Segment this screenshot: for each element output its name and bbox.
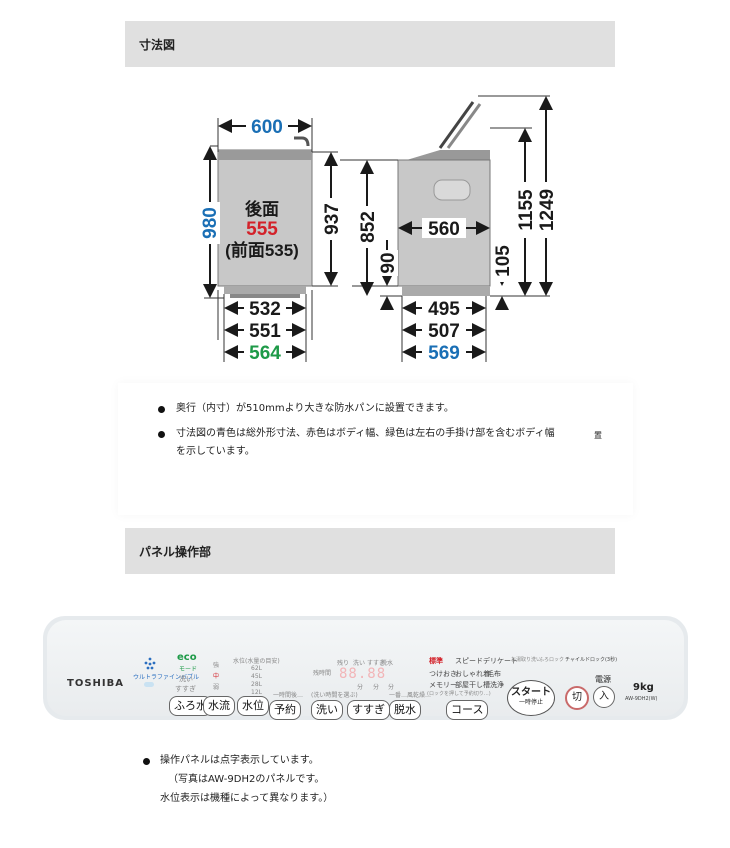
note-item: 奥行（内寸）が510mmより大きな防水パンに設置できます。 xyxy=(176,403,454,414)
course-soak: つけおき xyxy=(429,670,457,678)
water-level-button[interactable]: 水位 xyxy=(237,696,269,716)
bullet-dot xyxy=(158,406,165,413)
course-standard: 標準 xyxy=(429,657,443,665)
section-title: 寸法図 xyxy=(139,38,176,52)
display-unit: 分 xyxy=(388,684,395,691)
dim-side-depth: 560 xyxy=(428,219,460,240)
water-level-2: 45L xyxy=(251,673,262,680)
section-title: パネル操作部 xyxy=(139,545,212,559)
section-header-dimensions: 寸法図 xyxy=(125,21,615,67)
power-off-button[interactable]: 切 xyxy=(565,686,589,710)
child-lock-label: チャイルドロック(3秒) xyxy=(565,657,618,663)
bullet-dot xyxy=(158,431,165,438)
start-button[interactable]: スタート 一時停止 xyxy=(507,680,555,716)
display-label-rinse: すすぎ xyxy=(367,660,386,667)
dim-side-base-height: 90 xyxy=(378,252,399,273)
water-flow-button[interactable]: 水流 xyxy=(203,696,235,716)
course-button[interactable]: コース xyxy=(446,700,489,720)
dim-side-base-mid: 507 xyxy=(428,321,460,342)
dim-side-base-inner: 495 xyxy=(428,299,460,320)
wash-hint: (洗い時間を選ぶ) xyxy=(311,692,358,699)
ultrafine-icon xyxy=(143,656,157,670)
power-on-button[interactable]: 入 xyxy=(593,686,615,708)
note-edge-glyph: 置 xyxy=(594,431,602,440)
pause-label: 一時停止 xyxy=(518,699,543,706)
water-level-4: 12L xyxy=(251,689,262,696)
course-delicate: デリケート xyxy=(483,657,518,665)
panel-note: 操作パネルは点字表示しています。 xyxy=(160,755,319,766)
dim-base-mid: 551 xyxy=(249,321,281,342)
display-label-remaining: 残り xyxy=(337,660,350,667)
capacity-label: 9kg xyxy=(633,682,654,693)
ultrafine-label: ウルトラファインバブル xyxy=(133,674,200,681)
note-item: 寸法図の青色は総外形寸法、赤色はボディ幅、緑色は左右の手掛け部を含むボディ幅 xyxy=(176,428,555,439)
dim-side-height-top: 1155 xyxy=(516,189,537,231)
dim-base-outer: 564 xyxy=(249,343,281,364)
bath-water-label: お湯取り洗い xyxy=(511,657,542,663)
course-indoor: 部屋干し xyxy=(455,681,483,689)
dim-side-base-outer: 569 xyxy=(428,343,460,364)
dim-base-inner: 532 xyxy=(249,299,281,320)
power-label: 電源 xyxy=(595,675,611,684)
dimension-diagram: 600 980 937 後面 555 (前面535) 532 551 564 xyxy=(198,95,558,364)
course-fashion: おしゃれ着 xyxy=(455,670,490,678)
strength-label-wash: 洗い xyxy=(179,675,193,683)
course-memory: メモリー xyxy=(429,681,457,689)
label-front: (前面535) xyxy=(225,240,299,260)
course-bottom-note: (ロックを押して予約切り…) xyxy=(427,691,491,697)
segment-display: 88.88 xyxy=(339,666,387,682)
section-header-panel: パネル操作部 xyxy=(125,528,615,574)
control-panel: TOSHIBA ウルトラファインバブル eco モード 洗い すすぎ 強 中 弱… xyxy=(43,616,688,720)
panel-note-line2: （写真はAW-9DH2のパネルです。 xyxy=(168,774,325,785)
ultrafine-indicator xyxy=(144,682,154,687)
dim-side-height-body: 852 xyxy=(358,211,379,243)
water-level-1: 62L xyxy=(251,665,262,672)
strength-label-rinse: すすぎ xyxy=(175,685,196,693)
spin-hint: 一番…風乾燥… xyxy=(389,692,432,699)
model-label: AW-9DH2(W) xyxy=(625,696,658,702)
brand-logo: TOSHIBA xyxy=(67,678,124,689)
dim-side-height-lid: 1249 xyxy=(537,189,558,231)
note-item-cont: を示しています。 xyxy=(176,446,255,457)
label-back: 後面 xyxy=(245,199,279,219)
dim-side-base2: 105 xyxy=(493,245,514,277)
bullet-dot xyxy=(143,758,150,765)
rinse-button[interactable]: すすぎ xyxy=(347,700,390,720)
course-tub-clean: 槽洗浄 xyxy=(483,681,504,689)
display-left-label: 残時間 xyxy=(313,670,332,677)
wash-button[interactable]: 洗い xyxy=(311,700,343,720)
water-level-3: 28L xyxy=(251,681,262,688)
display-label-wash: 洗い xyxy=(353,660,366,667)
display-label-spin: 脱水 xyxy=(381,660,394,667)
display-unit: 分 xyxy=(357,684,364,691)
course-blanket: 毛布 xyxy=(487,670,501,678)
strength-weak: 弱 xyxy=(213,684,220,691)
water-level-header: 水位(水量の目安) xyxy=(233,658,280,665)
eco-logo: eco xyxy=(177,652,197,663)
bath-lock-label: ふろロック xyxy=(539,657,565,663)
dim-width-back: 555 xyxy=(246,219,278,240)
spin-button[interactable]: 脱水 xyxy=(389,700,421,720)
front-view: 600 980 937 後面 555 (前面535) 532 551 564 xyxy=(198,116,343,364)
strength-strong: 強 xyxy=(213,662,220,669)
dim-height-body: 937 xyxy=(322,203,343,235)
dim-width-total: 600 xyxy=(251,117,283,138)
panel-note-line3: 水位表示は機種によって異なります。） xyxy=(160,793,334,804)
course-speed: スピード xyxy=(455,657,483,665)
start-label: スタート xyxy=(511,687,551,698)
dim-height-total: 980 xyxy=(200,207,221,239)
strength-medium: 中 xyxy=(213,673,220,680)
timer-hint: 一時間後… xyxy=(273,692,304,699)
eco-sub: モード xyxy=(179,666,198,673)
side-view: 852 90 560 105 1155 1249 495 507 569 xyxy=(340,95,558,364)
timer-button[interactable]: 予約 xyxy=(269,700,301,720)
notes-box: 奥行（内寸）が510mmより大きな防水パンに設置できます。 寸法図の青色は総外形… xyxy=(118,383,633,515)
display-unit: 分 xyxy=(373,684,380,691)
